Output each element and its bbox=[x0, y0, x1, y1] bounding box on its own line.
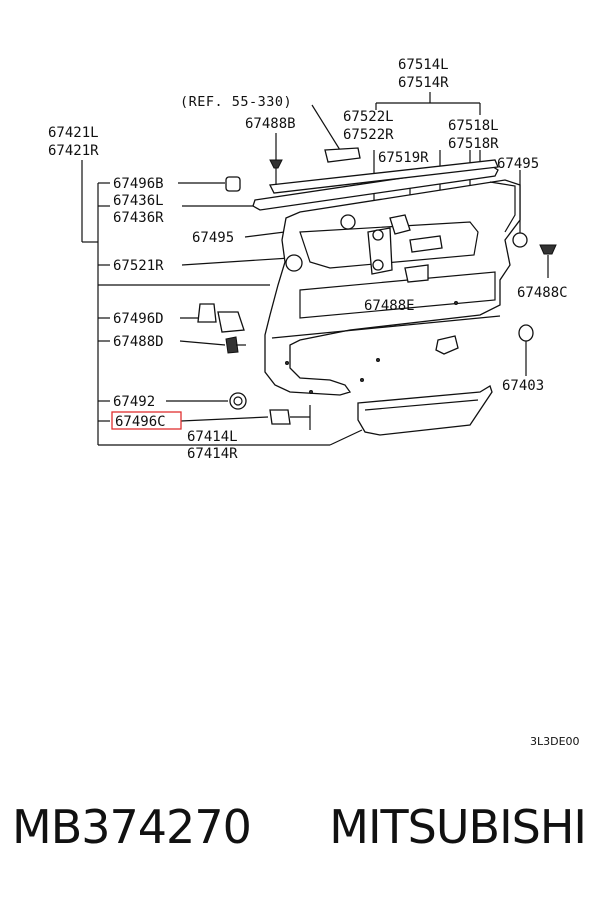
grommet-67495-right bbox=[512, 232, 528, 248]
label-67488b: 67488B bbox=[245, 116, 296, 132]
door-trim-parts-diagram: 67514L 67514R (REF. 55-330) 67488B 67522… bbox=[48, 57, 580, 748]
label-67495-left: 67495 bbox=[192, 230, 234, 246]
drawing-code: 3L3DE00 bbox=[530, 735, 580, 748]
label-67522r: 67522R bbox=[343, 127, 394, 143]
ref-label: (REF. 55-330) bbox=[180, 94, 292, 110]
label-67518r: 67518R bbox=[448, 136, 499, 152]
grommet-67492 bbox=[229, 392, 247, 410]
label-67496c: 67496C bbox=[115, 414, 166, 430]
clip-67496d-1 bbox=[197, 303, 217, 323]
label-67488e: 67488E bbox=[364, 298, 415, 314]
upper-molding bbox=[269, 159, 499, 194]
label-67492: 67492 bbox=[113, 394, 155, 410]
cap-67403 bbox=[518, 324, 534, 342]
label-67421r: 67421R bbox=[48, 143, 99, 159]
label-67403: 67403 bbox=[502, 378, 544, 394]
label-67514r: 67514R bbox=[398, 75, 449, 91]
highlight-box-67496c bbox=[111, 411, 182, 430]
part-labels: 67514L 67514R (REF. 55-330) 67488B 67522… bbox=[48, 57, 580, 748]
grommet-67495-left bbox=[340, 214, 356, 230]
screw-67488b bbox=[269, 159, 283, 169]
door-pocket bbox=[357, 385, 493, 436]
handle-cover bbox=[324, 147, 361, 163]
label-67522l: 67522L bbox=[343, 109, 394, 125]
part-number: MB374270 bbox=[12, 800, 252, 854]
label-67496b: 67496B bbox=[113, 176, 164, 192]
label-67488d: 67488D bbox=[113, 334, 164, 350]
label-67495-right: 67495 bbox=[497, 156, 539, 172]
label-67518l: 67518L bbox=[448, 118, 499, 134]
label-67414r: 67414R bbox=[187, 446, 238, 462]
footer: MB374270 MITSUBISHI bbox=[0, 800, 600, 880]
label-67414l: 67414L bbox=[187, 429, 238, 445]
knob-67521r bbox=[285, 254, 303, 272]
label-67514l: 67514L bbox=[398, 57, 449, 73]
label-67496d: 67496D bbox=[113, 311, 164, 327]
label-67436r: 67436R bbox=[113, 210, 164, 226]
brand-name: MITSUBISHI bbox=[329, 800, 587, 854]
label-67488c: 67488C bbox=[517, 285, 568, 301]
parts bbox=[197, 147, 557, 436]
clip-67496c bbox=[269, 409, 291, 425]
clip-67496d-2 bbox=[217, 311, 245, 333]
screw-67488d bbox=[225, 336, 239, 354]
label-67521r: 67521R bbox=[113, 258, 164, 274]
handle-escutcheon bbox=[389, 214, 411, 235]
screw-67488c bbox=[539, 244, 557, 255]
door-trim-panel bbox=[264, 179, 521, 396]
label-67421l: 67421L bbox=[48, 125, 99, 141]
label-67436l: 67436L bbox=[113, 193, 164, 209]
clip-67496b bbox=[225, 176, 241, 192]
label-67519r: 67519R bbox=[378, 150, 429, 166]
lock-knob-bezel bbox=[435, 335, 459, 355]
